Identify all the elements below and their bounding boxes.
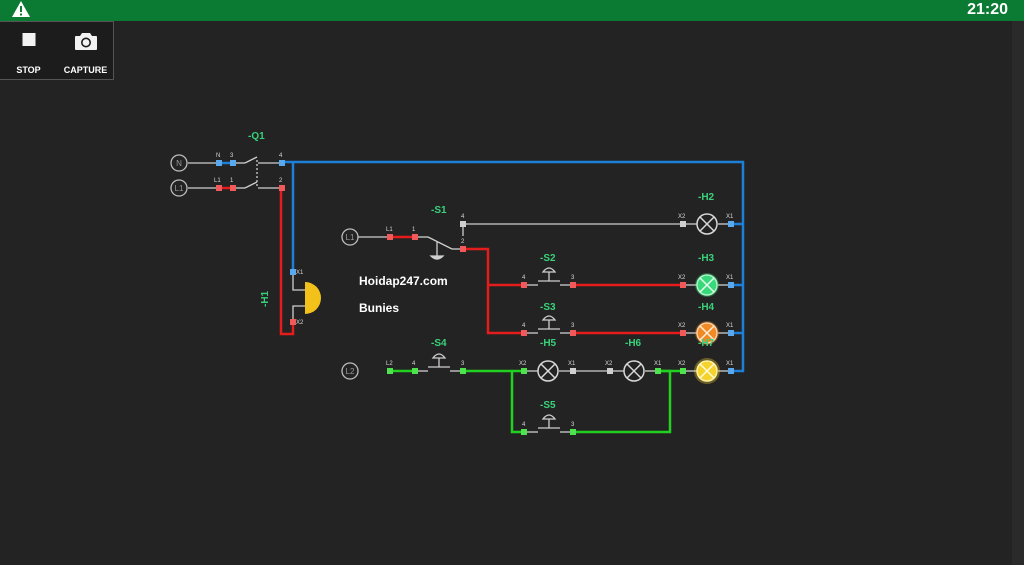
pin-label: X1 [726, 275, 734, 281]
source-l1-branch: L1 [341, 228, 359, 246]
tag-s5: -S5 [540, 400, 556, 411]
tag-q1: -Q1 [248, 131, 265, 142]
stop-label: STOP [16, 65, 41, 75]
terminals [216, 160, 734, 435]
pin-label: X1 [726, 214, 734, 220]
s1-actuator [429, 255, 445, 260]
pin-label: X1 [726, 323, 734, 329]
h6-lamp[interactable] [623, 360, 645, 382]
q1-blade-l1 [244, 181, 258, 189]
pin-label: X2 [605, 361, 613, 367]
pin-label: 1 [230, 178, 234, 184]
wire-s5-bypass-out [573, 369, 672, 434]
h1-lead-x2 [292, 305, 305, 322]
tag-h3: -H3 [698, 253, 715, 264]
s2-pushbutton[interactable] [524, 267, 573, 286]
wire-phase-q1 [279, 188, 295, 336]
wire-neutral [282, 160, 745, 373]
pin-label: X2 [678, 275, 686, 281]
tag-s3: -S3 [540, 302, 556, 313]
pin-label: X2 [519, 361, 527, 367]
pin-label: 3 [571, 323, 575, 329]
pin-label: X1 [568, 361, 576, 367]
h2-lamp[interactable] [696, 213, 718, 235]
svg-text:N: N [176, 159, 182, 168]
s4-pushbutton[interactable] [415, 353, 463, 372]
pin-label: L2 [386, 361, 393, 367]
tag-h6: -H6 [625, 338, 642, 349]
clock: 21:20 [967, 1, 1008, 18]
pin-label: X1 [654, 361, 662, 367]
h7-lamp[interactable] [694, 358, 720, 384]
pin-labels: N 3 4 L1 1 2 L1 1 4 2 4 3 4 3 L2 4 3 4 3… [214, 153, 734, 428]
caption-text: Bunies [359, 301, 399, 315]
h3-lamp[interactable] [695, 273, 719, 297]
capture-label: CAPTURE [63, 65, 108, 75]
tag-s2: -S2 [540, 253, 556, 264]
pin-label: X2 [678, 214, 686, 220]
pin-label: 1 [412, 227, 416, 233]
pin-label: 2 [279, 178, 283, 184]
svg-text:L1: L1 [346, 233, 355, 242]
s5-pushbutton[interactable] [524, 414, 573, 433]
tag-s4: -S4 [431, 338, 447, 349]
stop-square-icon [22, 33, 35, 46]
pin-label: X2 [678, 361, 686, 367]
capture-button[interactable]: CAPTURE [57, 22, 114, 81]
pin-label: 4 [522, 323, 526, 329]
s1-blade [427, 236, 453, 250]
q1-blade-n [244, 156, 258, 164]
h4-lamp[interactable] [695, 321, 719, 345]
s3-pushbutton[interactable] [524, 315, 573, 334]
tag-h2: -H2 [698, 192, 715, 203]
pin-label: 2 [461, 239, 465, 245]
pin-label: X2 [678, 323, 686, 329]
pin-label: 4 [461, 214, 465, 220]
wire-s5-bypass-in [510, 371, 524, 434]
tag-h1: -H1 [260, 290, 271, 307]
wire-phase-s1 [463, 247, 524, 335]
source-n: N [170, 154, 188, 172]
tag-h4: -H4 [698, 302, 715, 313]
pin-label: 3 [571, 275, 575, 281]
warning-triangle-icon [12, 1, 30, 17]
pin-label: 4 [522, 422, 526, 428]
stop-button[interactable]: STOP [0, 22, 57, 81]
pin-label: X1 [726, 361, 734, 367]
camera-icon [74, 33, 97, 50]
svg-text:L1: L1 [175, 184, 184, 193]
pin-label: L1 [214, 178, 221, 184]
pin-label: X1 [296, 270, 304, 276]
screen-edge [1012, 21, 1024, 565]
pin-label: L1 [386, 227, 393, 233]
source-l1: L1 [170, 179, 188, 197]
pin-label: 3 [461, 361, 465, 367]
tag-h7: -H7 [698, 338, 715, 349]
h1-lead-x1 [292, 272, 305, 291]
svg-text:L2: L2 [346, 367, 355, 376]
h1-buzzer[interactable] [305, 282, 321, 314]
pin-label: N [216, 153, 220, 159]
status-bar: 21:20 [0, 0, 1024, 21]
pin-label: X2 [296, 320, 304, 326]
pin-label: 3 [230, 153, 234, 159]
pin-label: 4 [279, 153, 283, 159]
tag-s1: -S1 [431, 205, 447, 216]
h5-lamp[interactable] [537, 360, 559, 382]
tag-h5: -H5 [540, 338, 557, 349]
source-l2: L2 [341, 362, 359, 380]
pin-label: 3 [571, 422, 575, 428]
capture-toolbar: STOP CAPTURE [0, 21, 114, 80]
watermark-text: Hoidap247.com [359, 274, 448, 288]
pin-label: 4 [522, 275, 526, 281]
pin-label: 4 [412, 361, 416, 367]
